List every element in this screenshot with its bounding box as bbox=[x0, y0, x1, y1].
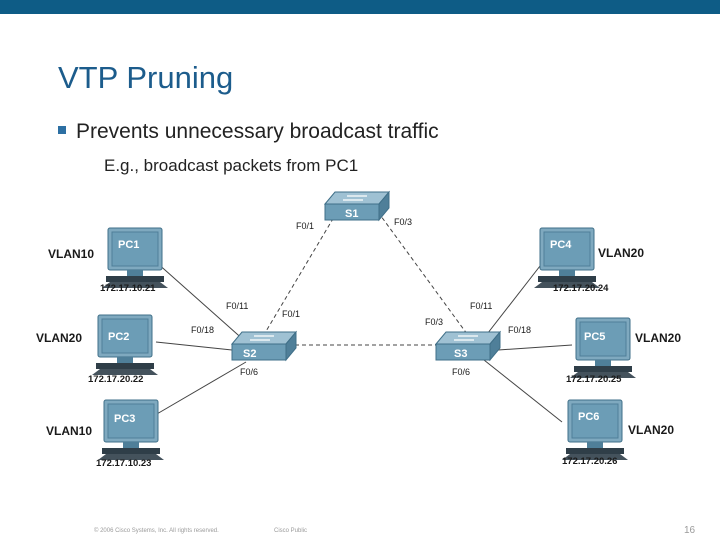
footer-public: Cisco Public bbox=[274, 528, 308, 534]
pc6: PC6 bbox=[561, 399, 629, 461]
pc6-vlan: VLAN20 bbox=[628, 423, 674, 437]
bullet-point: Prevents unnecessary broadcast traffic bbox=[58, 120, 439, 144]
bullet-text: Prevents unnecessary broadcast traffic bbox=[76, 120, 439, 143]
pc4: PC4 bbox=[533, 227, 601, 289]
pc6-label: PC6 bbox=[578, 411, 599, 423]
switch-s3-label: S3 bbox=[454, 348, 467, 360]
pc1-label: PC1 bbox=[118, 239, 139, 251]
trunk-link-s1-s3 bbox=[377, 211, 471, 339]
pc3-label: PC3 bbox=[114, 413, 135, 425]
pc2-vlan: VLAN20 bbox=[36, 331, 82, 345]
switch-s1: S1 bbox=[324, 191, 390, 221]
port-s2-f011: F0/11 bbox=[226, 301, 248, 311]
slide-title: VTP Pruning bbox=[58, 60, 234, 95]
switch-s1-label: S1 bbox=[345, 208, 358, 220]
switch-s3: S3 bbox=[435, 331, 501, 361]
link-pc4-s3 bbox=[483, 265, 541, 339]
pc6-ip: 172.17.20.26 bbox=[562, 456, 617, 467]
footer-copyright: © 2006 Cisco Systems, Inc. All rights re… bbox=[94, 528, 219, 534]
link-pc2-s2 bbox=[155, 341, 233, 351]
link-pc1-s2 bbox=[155, 261, 247, 343]
port-s3-f06: F0/6 bbox=[452, 367, 470, 377]
port-s3-f018: F0/18 bbox=[508, 325, 531, 335]
port-s1-left: F0/1 bbox=[296, 221, 314, 231]
pc1-vlan: VLAN10 bbox=[48, 247, 94, 261]
trunk-link-s1-s2 bbox=[261, 211, 338, 339]
pc4-vlan: VLAN20 bbox=[598, 246, 644, 260]
link-pc3-s2 bbox=[149, 361, 247, 419]
pc2-label: PC2 bbox=[108, 331, 129, 343]
page-number: 16 bbox=[684, 525, 696, 536]
port-s1-right: F0/3 bbox=[394, 217, 412, 227]
pc3: PC3 bbox=[97, 399, 165, 461]
port-s3-f011: F0/11 bbox=[470, 301, 492, 311]
pc5-label: PC5 bbox=[584, 331, 605, 343]
port-s3-f03: F0/3 bbox=[425, 317, 443, 327]
switch-s2-label: S2 bbox=[243, 348, 256, 360]
pc3-ip: 172.17.10.23 bbox=[96, 458, 151, 469]
pc1-ip: 172.17.10.21 bbox=[100, 283, 156, 294]
link-pc6-s3 bbox=[483, 359, 563, 423]
top-bar bbox=[0, 0, 720, 14]
pc2: PC2 bbox=[91, 314, 159, 376]
port-s2-f01: F0/1 bbox=[282, 309, 300, 319]
pc1: PC1 bbox=[101, 227, 169, 289]
bullet-square-icon bbox=[58, 126, 66, 135]
port-s2-f018: F0/18 bbox=[191, 325, 214, 335]
pc4-ip: 172.17.20.24 bbox=[553, 283, 609, 294]
port-s2-f06: F0/6 bbox=[240, 367, 258, 377]
switch-s2: S2 bbox=[231, 331, 297, 361]
pc2-ip: 172.17.20.22 bbox=[88, 374, 143, 385]
link-pc5-s3 bbox=[497, 344, 573, 351]
sub-point: E.g., broadcast packets from PC1 bbox=[104, 156, 359, 175]
pc5-vlan: VLAN20 bbox=[635, 331, 681, 345]
pc5-ip: 172.17.20.25 bbox=[566, 374, 622, 385]
pc3-vlan: VLAN10 bbox=[46, 424, 92, 438]
pc5: PC5 bbox=[569, 317, 637, 379]
pc4-label: PC4 bbox=[550, 239, 572, 251]
